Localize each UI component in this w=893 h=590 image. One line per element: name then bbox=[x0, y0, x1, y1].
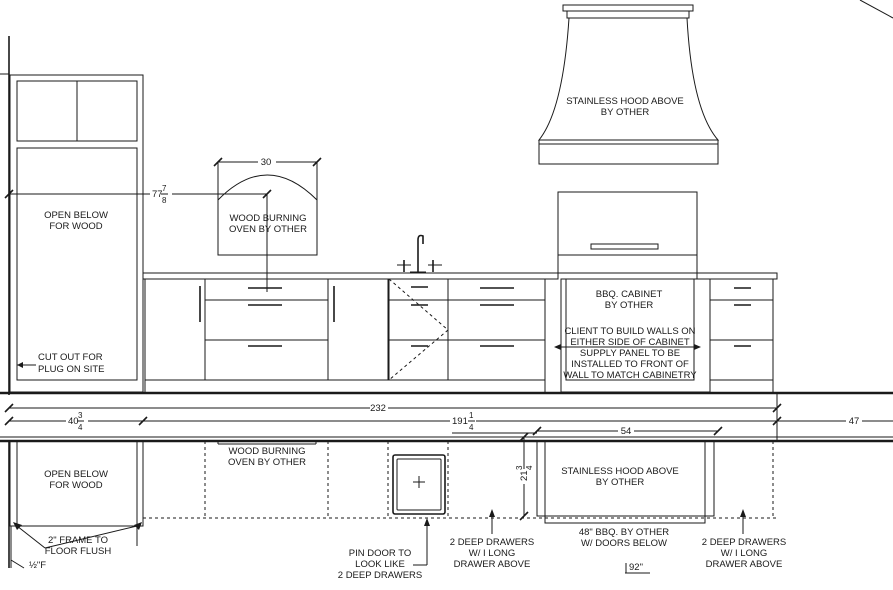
pantry-note-line-1: OPEN BELOW bbox=[44, 210, 108, 221]
client-note-line-1: CLIENT TO BUILD WALLS ON bbox=[564, 326, 695, 337]
right-run-dim: 47 bbox=[849, 416, 860, 427]
bbq-cabinet-note-line-1: BBQ. CABINET bbox=[596, 289, 663, 300]
drawers-center-line-1: 2 DEEP DRAWERS bbox=[450, 537, 534, 548]
oven-note-line-1: WOOD BURNING bbox=[229, 213, 306, 224]
cutout-note-line-2: PLUG ON SITE bbox=[38, 364, 105, 375]
pantry-note-line-2: FOR WOOD bbox=[49, 221, 102, 232]
dim-tick bbox=[4, 416, 14, 426]
plan-pantry bbox=[9, 440, 144, 527]
countertop-left bbox=[142, 272, 559, 280]
drawers-center-line-2: W/ I LONG bbox=[469, 548, 515, 559]
bbq-cabinet-note-line-2: BY OTHER bbox=[605, 300, 654, 311]
drawers-right-line-2: W/ I LONG bbox=[721, 548, 767, 559]
frame-leader bbox=[44, 525, 138, 549]
plan-sink bbox=[392, 454, 446, 515]
drawers-right-line-3: DRAWER ABOVE bbox=[706, 559, 783, 570]
pin-door-note-line-1: PIN DOOR TO bbox=[349, 548, 411, 559]
bbq-depth-whole: 21 bbox=[519, 470, 530, 481]
client-note-line-5: WALL TO MATCH CABINETRY bbox=[563, 370, 697, 381]
left-run-num: 3 bbox=[78, 411, 83, 420]
bbq-note-line-2: W/ DOORS BELOW bbox=[581, 538, 667, 549]
dimension-strip: 232 40 3 4 191 1 4 47 bbox=[4, 403, 893, 432]
middle-run-num: 1 bbox=[469, 411, 474, 420]
hood-note-line-2: BY OTHER bbox=[601, 107, 650, 118]
plan-hood-note-line-2: BY OTHER bbox=[596, 477, 645, 488]
left-run-den: 4 bbox=[78, 423, 83, 432]
faucet-icon bbox=[397, 234, 442, 273]
dim-tick bbox=[4, 403, 14, 413]
left-run-whole: 40 bbox=[68, 416, 79, 427]
plan-hood-note-line-1: STAINLESS HOOD ABOVE bbox=[561, 466, 679, 477]
plan-oven-note-line-2: OVEN BY OTHER bbox=[228, 457, 306, 468]
frame-note-line-2: FLOOR FLUSH bbox=[45, 546, 112, 557]
base-cabinets bbox=[144, 278, 774, 392]
middle-run-den: 4 bbox=[469, 423, 474, 432]
pin-door-note-line-2: LOOK LIKE bbox=[355, 559, 405, 570]
drawers-center-line-3: DRAWER ABOVE bbox=[454, 559, 531, 570]
small-dim: ½"F bbox=[29, 560, 46, 571]
arrow-icon bbox=[13, 522, 22, 530]
elevation-view: OPEN BELOW FOR WOOD CUT OUT FOR PLUG ON … bbox=[0, 0, 893, 441]
plan-bbq bbox=[452, 426, 723, 524]
dim-tick bbox=[4, 189, 14, 199]
drawers-right-line-1: 2 DEEP DRAWERS bbox=[702, 537, 786, 548]
arrow-icon bbox=[134, 522, 142, 530]
hood-note-line-1: STAINLESS HOOD ABOVE bbox=[566, 96, 684, 107]
client-note-line-4: INSTALLED TO FRONT OF bbox=[571, 359, 689, 370]
plan-oven-note-line-1: WOOD BURNING bbox=[228, 446, 305, 457]
height-dim-whole: 77 bbox=[152, 189, 163, 200]
ceiling-dim: 92" bbox=[629, 562, 643, 573]
arrow-right-icon bbox=[694, 344, 701, 350]
height-dim-den: 8 bbox=[162, 196, 167, 205]
bbq-depth-den: 4 bbox=[525, 465, 534, 470]
plan-pantry-note-line-2: FOR WOOD bbox=[49, 480, 102, 491]
cutout-note-line-1: CUT OUT FOR bbox=[38, 352, 103, 363]
arrow-up-icon bbox=[740, 509, 746, 517]
oven-width-dim: 30 bbox=[261, 157, 272, 168]
middle-run-whole: 191 bbox=[452, 416, 468, 427]
tall-pantry-cabinet bbox=[9, 74, 144, 393]
client-note-line-2: EITHER SIDE OF CABINET bbox=[570, 337, 689, 348]
client-note-line-3: SUPPLY PANEL TO BE bbox=[580, 348, 680, 359]
overall-dim: 232 bbox=[370, 403, 386, 414]
bbq-width-dim: 54 bbox=[621, 426, 632, 437]
frame-note-line-1: 2" FRAME TO bbox=[48, 535, 108, 546]
bbq-depth-num: 3 bbox=[515, 465, 524, 470]
height-dim-num: 7 bbox=[162, 184, 167, 193]
arrow-left-icon bbox=[554, 344, 561, 350]
oven-note-line-2: OVEN BY OTHER bbox=[229, 224, 307, 235]
plan-view: OPEN BELOW FOR WOOD WOOD BURNING OVEN BY… bbox=[0, 426, 893, 581]
pin-door-note-line-3: 2 DEEP DRAWERS bbox=[338, 570, 422, 581]
ceiling-slope-line bbox=[859, 0, 893, 19]
arrow-up-icon bbox=[424, 518, 430, 526]
arrow-up-icon bbox=[489, 509, 495, 517]
stainless-hood bbox=[537, 4, 720, 165]
plan-pantry-note-line-1: OPEN BELOW bbox=[44, 469, 108, 480]
dim-tick bbox=[772, 403, 782, 413]
cutout-arrow-icon bbox=[17, 362, 23, 368]
countertop-right bbox=[696, 272, 778, 280]
bbq-note-line-1: 48" BBQ. BY OTHER bbox=[579, 527, 669, 538]
